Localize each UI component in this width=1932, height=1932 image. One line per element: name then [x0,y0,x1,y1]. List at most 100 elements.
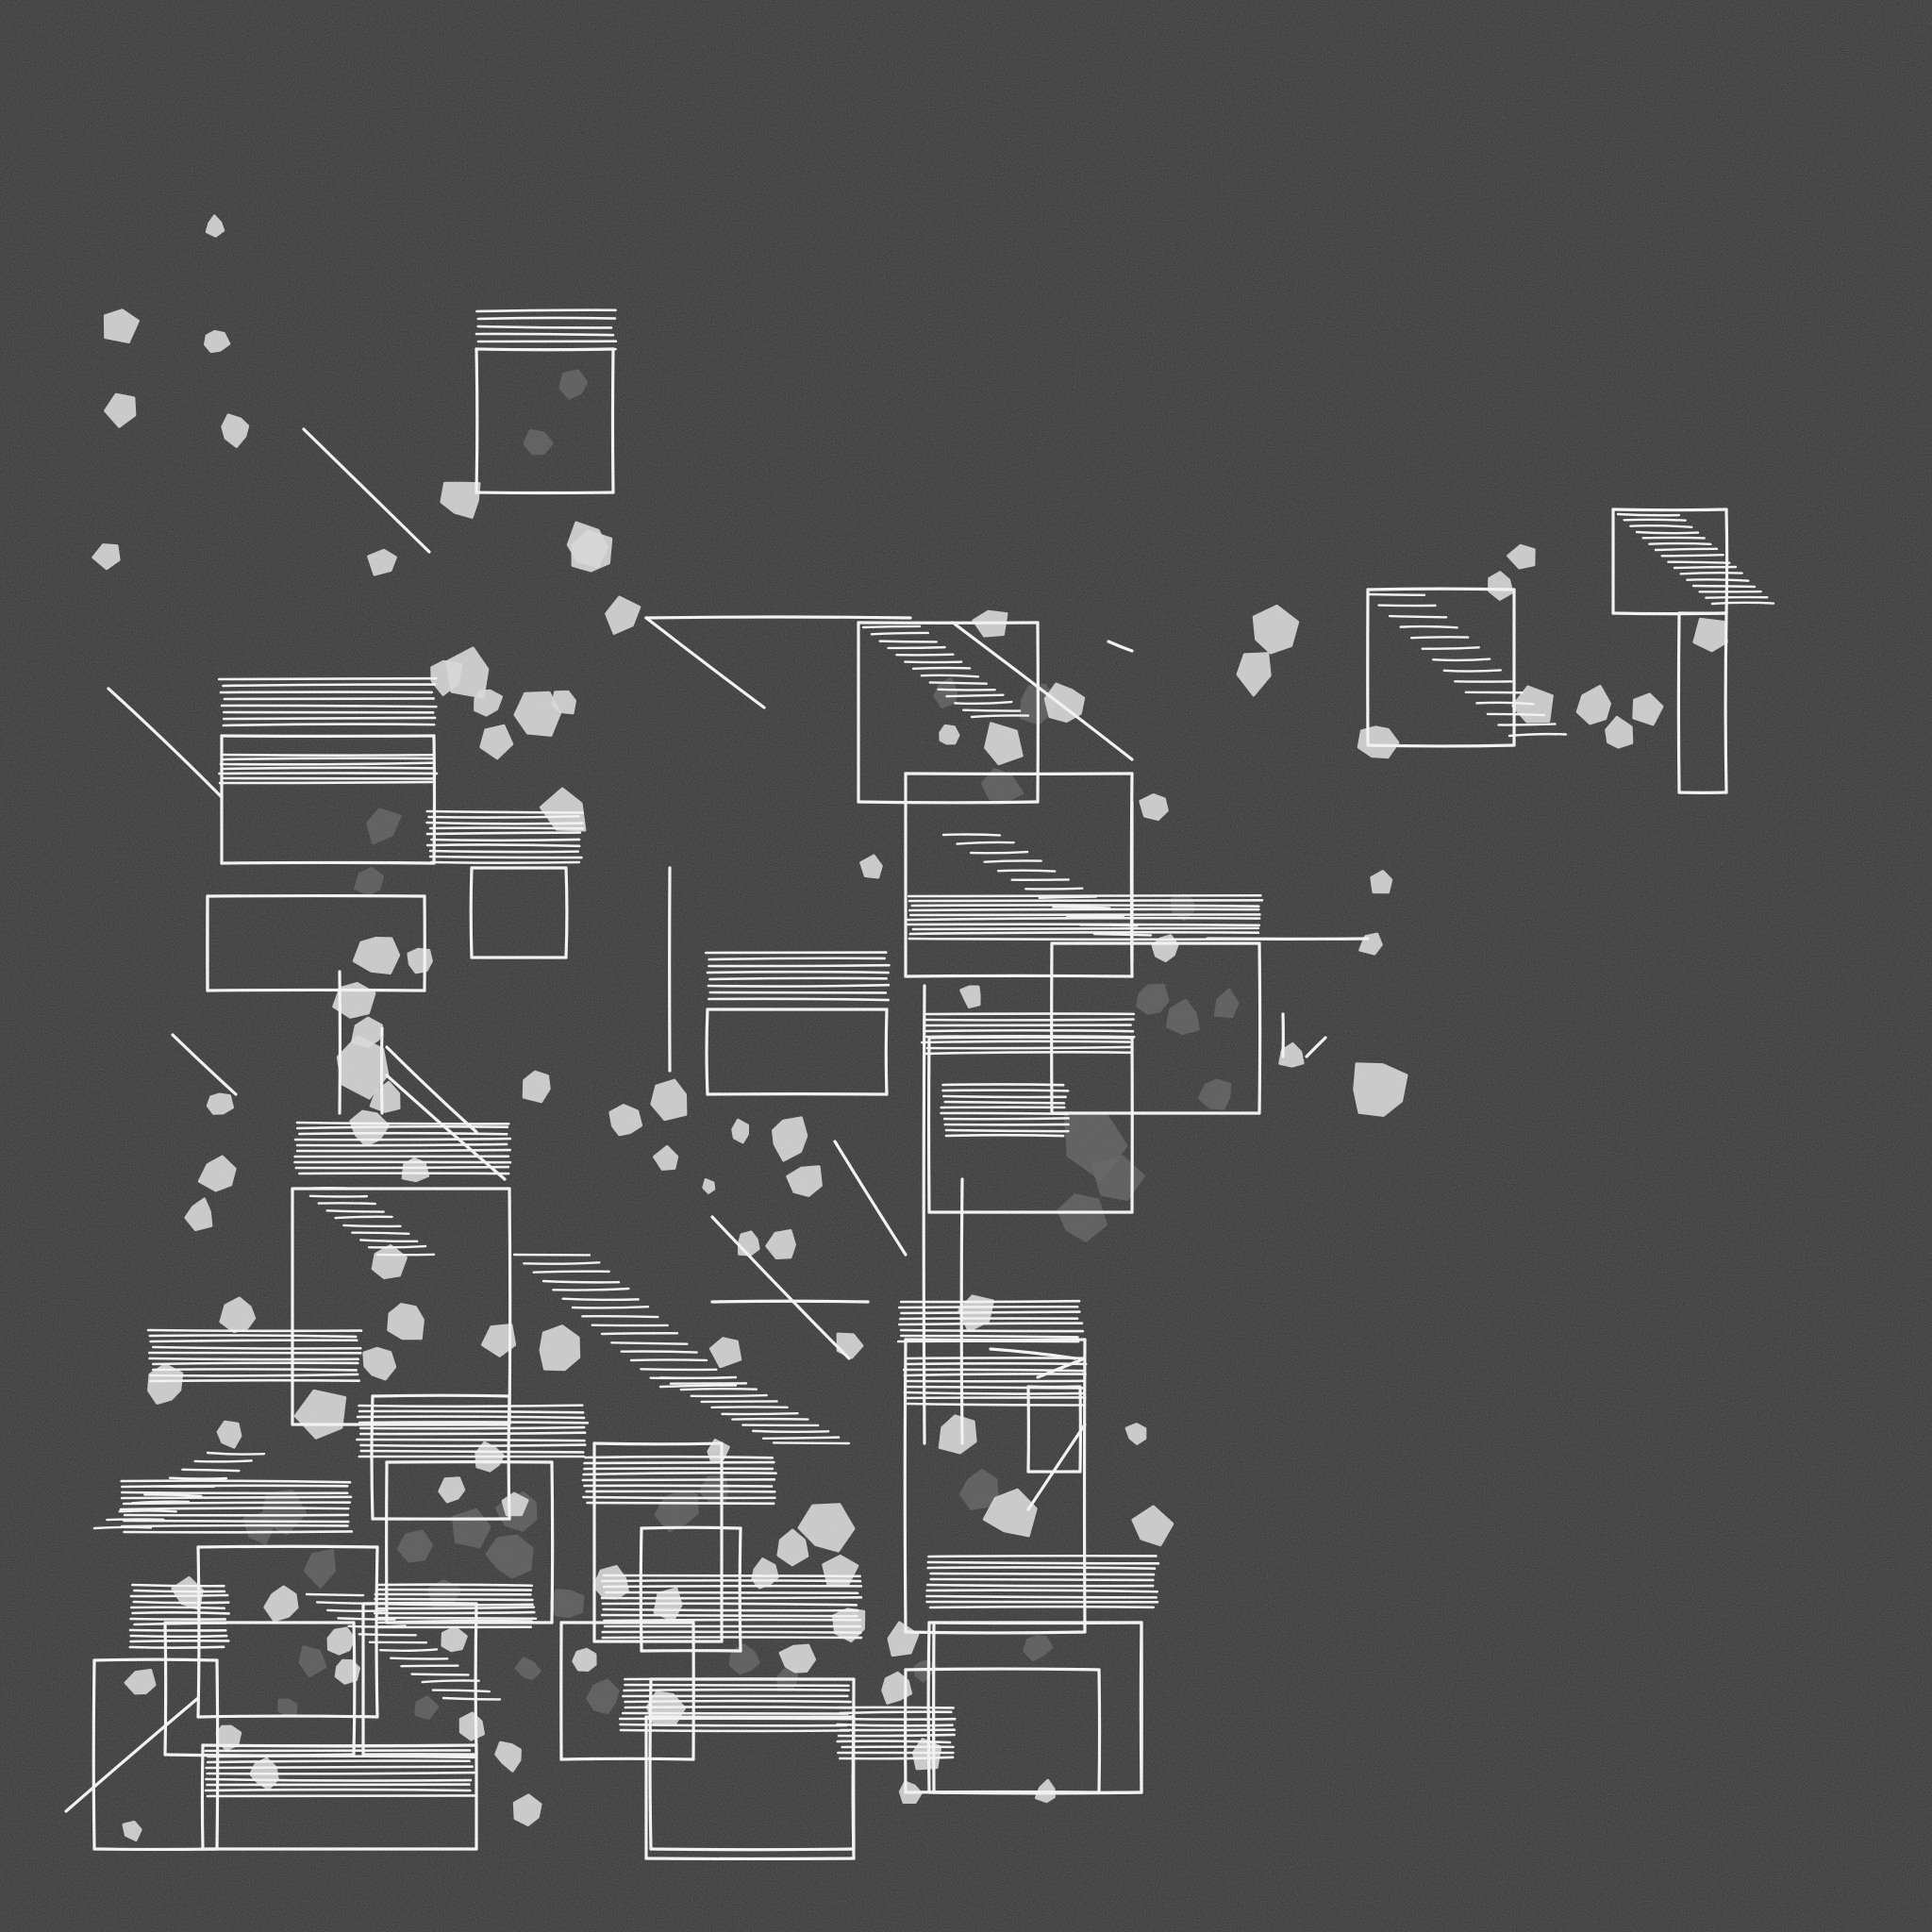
sketch-stroke [532,1270,610,1274]
sketch-stroke [602,1607,859,1612]
sketch-stroke [428,849,580,854]
sketch-stroke [925,1045,1134,1050]
sketch-stroke [927,1621,1143,1625]
stone-shard [512,1793,542,1826]
sketch-stroke [923,1018,1135,1022]
sketch-stroke [130,1500,191,1505]
sketch-stroke [1676,611,1681,794]
sketch-stroke [425,843,581,848]
sketch-stroke [851,1715,856,1860]
stone-shard [1632,692,1664,726]
sketch-stroke [1641,536,1706,540]
sketch-stroke [373,1610,536,1615]
sketch-stroke [300,1186,360,1191]
sketch-stroke [1654,547,1719,552]
sketch-stroke [123,1530,354,1534]
sketch-stroke [295,1142,508,1147]
stone-shard [494,1740,522,1773]
stone-shard [786,1165,823,1197]
sketch-stroke [297,1131,508,1136]
sketch-stroke [1648,541,1712,545]
stone-shard [206,1092,234,1115]
sketch-stroke [308,1194,369,1198]
sketch-stroke [374,1597,534,1602]
sketch-stroke [908,913,1261,917]
stone-shard [881,1671,913,1705]
sketch-stroke [204,1749,472,1753]
sketch-stroke [475,347,479,494]
sketch-stroke [430,838,581,842]
stone-shard [939,724,960,745]
sketch-stroke [378,1648,439,1652]
sketch-stroke [220,860,436,865]
sketch-stroke [937,688,996,691]
stone-shard [1252,604,1300,655]
sketch-stroke [951,621,1134,761]
sketch-stroke [119,1507,350,1511]
stone-shard [480,1324,517,1357]
sketch-stroke [940,1111,1070,1116]
sketch-stroke [1629,525,1693,528]
stone-shard [551,690,576,715]
stone-shard [277,1698,298,1717]
sketch-stroke [581,1315,659,1319]
sketch-stroke [602,1574,861,1578]
sketch-stroke [552,1287,630,1291]
sketch-stroke [1038,895,1098,900]
sketch-stroke [923,1051,1132,1056]
sketch-stroke [903,1373,1087,1377]
sketch-stroke [920,674,980,678]
sketch-stroke [908,908,1260,912]
sketch-stroke [385,1045,478,1134]
sketch-stroke [602,1584,863,1589]
sketch-stroke [218,772,439,775]
sketch-stroke [658,1384,738,1389]
stone-shard [204,329,231,354]
sketch-stroke [561,1297,640,1302]
sketch-stroke [148,1357,359,1361]
stone-shard [1023,1635,1054,1661]
stone-shard [772,1116,808,1162]
sketch-stroke [120,1495,353,1500]
sketch-stroke [347,1624,407,1628]
sketch-stroke [959,1177,964,1445]
sketch-stroke [356,1415,586,1420]
sketch-stroke [390,1657,449,1660]
sketch-stroke [295,1148,512,1153]
sketch-stroke [421,1679,480,1684]
stone-shard [982,1488,1038,1538]
sketch-stroke [475,332,615,337]
stone-shard [474,689,503,717]
sketch-stroke [708,976,888,981]
sketch-stroke [905,1385,1086,1390]
sketch-stroke [903,1391,1085,1395]
sketch-stroke [989,1347,1077,1360]
sketch-stroke [92,1658,96,1851]
stone-shard [215,1724,242,1751]
sketch-stroke [425,831,582,836]
sketch-stroke [942,1117,1070,1121]
sketch-stroke [359,1239,419,1243]
sketch-stroke [582,1495,776,1500]
sketch-stroke [924,1035,1136,1039]
sketch-stroke [944,1128,1070,1133]
sketch-stroke [944,1133,1065,1138]
sketch-stroke [1366,743,1516,748]
sketch-stroke [708,963,891,968]
sketch-stroke [337,1617,396,1621]
sketch-stroke [356,1438,586,1442]
sketch-stroke [600,1613,858,1618]
sketch-stroke [325,1209,385,1213]
sketch-stroke [926,1560,1160,1565]
sketch-stroke [836,1740,952,1744]
sketch-stroke [508,1187,512,1426]
stone-shard [708,1337,742,1369]
sketch-stroke [610,1341,689,1345]
sketch-stroke [900,1310,1081,1315]
stone-shard [1353,1062,1408,1117]
sketch-stroke [772,1441,851,1445]
stone-shard [1057,1193,1108,1242]
sketch-stroke [911,666,972,671]
sketch-stroke [1421,646,1480,650]
sketch-stroke [838,1717,957,1721]
